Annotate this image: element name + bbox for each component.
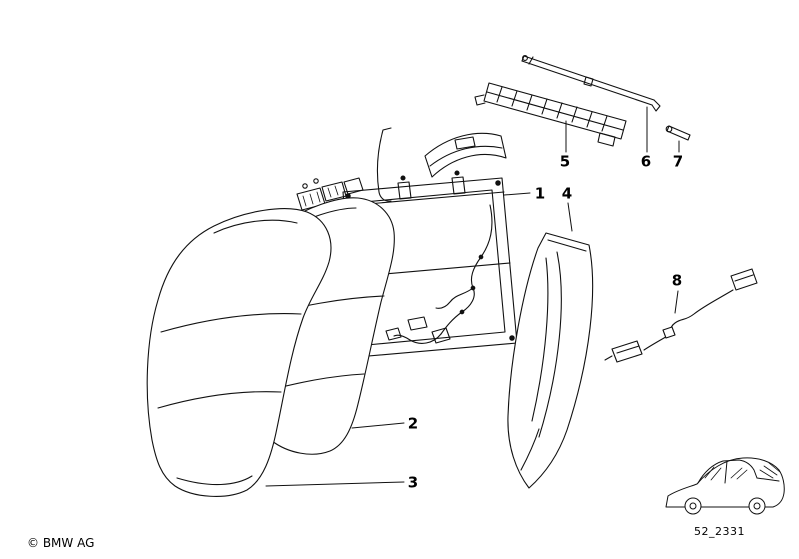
part-4-side-trim-panel	[507, 232, 594, 489]
callout-part-6[interactable]: 6	[640, 152, 652, 171]
part-8-cable-harness	[604, 268, 758, 363]
copyright-notice: © BMW AG	[27, 536, 95, 550]
part-6-retaining-rod	[521, 55, 661, 112]
headrest-cover-strip	[424, 132, 507, 178]
callout-part-3[interactable]: 3	[407, 473, 419, 492]
callout-part-1[interactable]: 1	[534, 184, 546, 203]
callout-part-8[interactable]: 8	[671, 271, 683, 290]
leader-lines	[265, 106, 680, 487]
part-7-screw	[665, 125, 691, 141]
callout-part-5[interactable]: 5	[559, 152, 571, 171]
callout-part-2[interactable]: 2	[407, 414, 419, 433]
diagram-code: 52_2331	[694, 525, 745, 538]
callout-part-4[interactable]: 4	[561, 184, 573, 203]
vehicle-icon	[665, 457, 785, 515]
part-5-trim-panel	[474, 82, 627, 147]
part-3-backrest-pad-front	[146, 208, 332, 497]
callout-part-7[interactable]: 7	[672, 152, 684, 171]
